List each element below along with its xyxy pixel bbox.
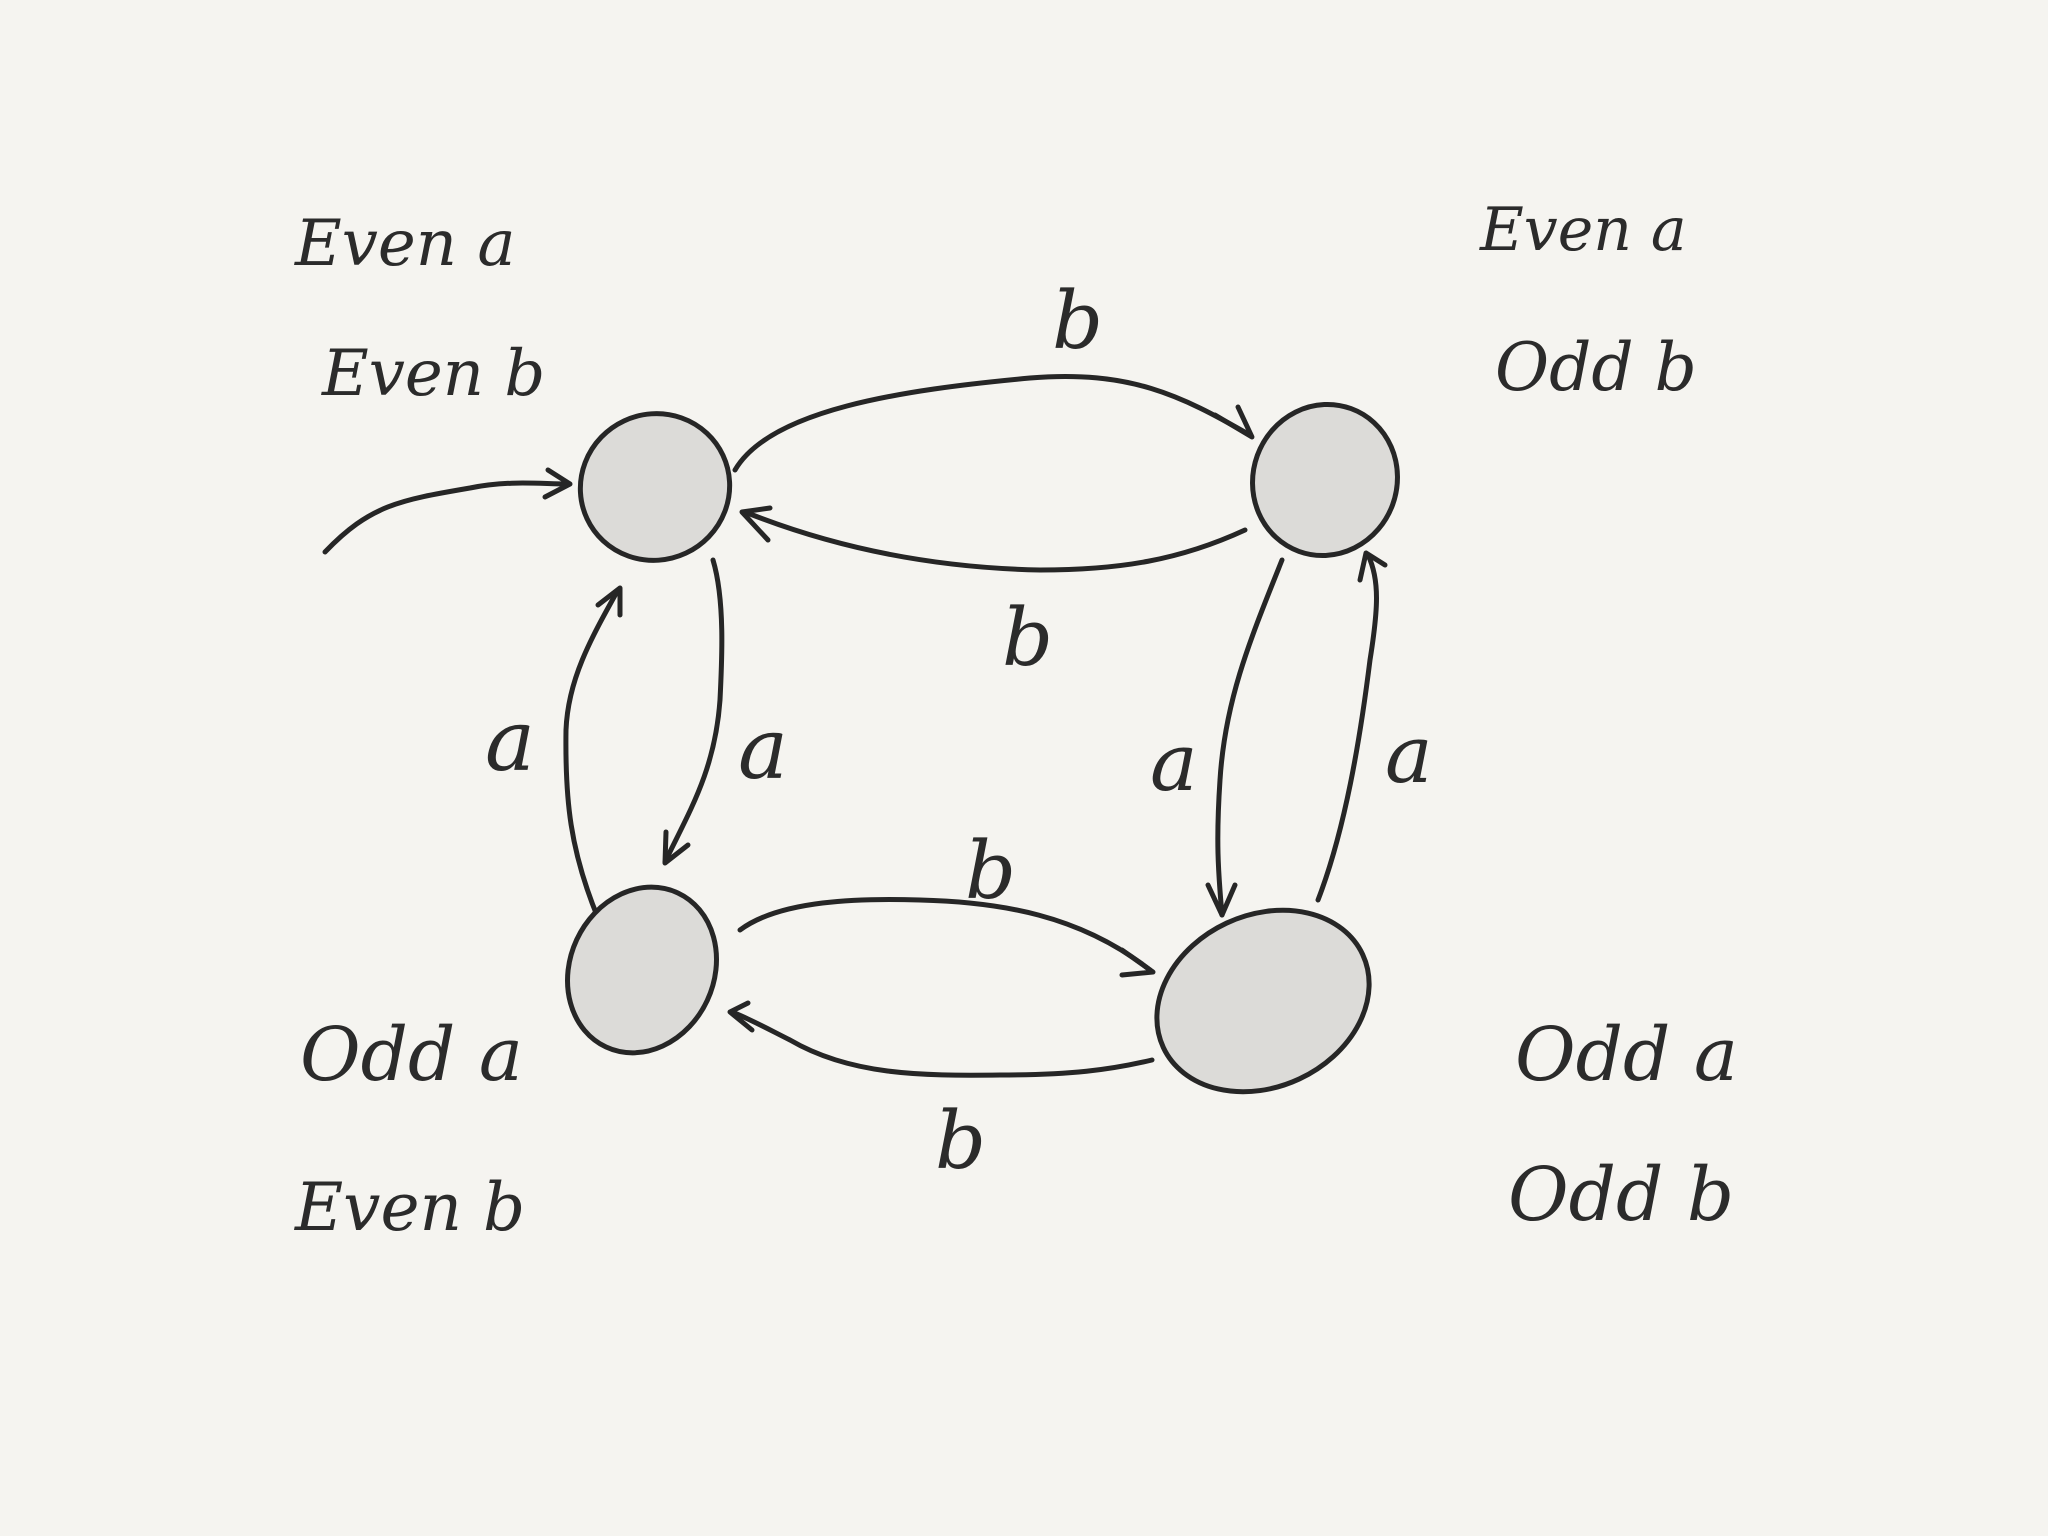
state-node-ee[interactable] bbox=[556, 389, 754, 585]
initial-arrow bbox=[322, 467, 573, 555]
symbol-eo-ee: b bbox=[1002, 591, 1053, 684]
symbol-oo-eo: a bbox=[1385, 708, 1433, 801]
state-label-eo: Even a Odd b bbox=[1479, 195, 1697, 406]
state-label-oo-line2: Odd b bbox=[1508, 1152, 1734, 1238]
state-label-oe-line2: Even b bbox=[294, 1169, 525, 1246]
state-label-oe: Odd a Even b bbox=[294, 1012, 525, 1246]
transition-ee-eo bbox=[732, 374, 1255, 473]
transition-eo-oo bbox=[1205, 557, 1285, 918]
state-node-oe[interactable] bbox=[541, 863, 743, 1078]
transition-oe-oo bbox=[737, 896, 1156, 978]
symbol-oe-ee: a bbox=[485, 692, 535, 790]
symbol-oo-oe: b bbox=[935, 1094, 986, 1187]
state-label-ee: Even a Even b bbox=[294, 207, 545, 411]
symbol-ee-oe: a bbox=[738, 700, 788, 798]
state-label-eo-line1: Even a bbox=[1479, 195, 1687, 265]
state-node-oo[interactable] bbox=[1127, 877, 1399, 1126]
transition-ee-oe bbox=[662, 557, 725, 866]
transition-oo-oe bbox=[727, 1000, 1155, 1078]
state-label-ee-line2: Even b bbox=[321, 337, 545, 411]
transition-eo-ee bbox=[739, 505, 1248, 573]
symbol-eo-oo: a bbox=[1150, 716, 1198, 809]
transition-oo-eo bbox=[1315, 550, 1388, 903]
symbol-oe-oo: b bbox=[965, 824, 1016, 917]
state-node-eo[interactable] bbox=[1231, 384, 1418, 576]
state-label-oe-line1: Odd a bbox=[300, 1012, 523, 1098]
symbol-ee-eo: b bbox=[1052, 274, 1103, 367]
transition-oe-ee bbox=[563, 585, 623, 921]
state-label-eo-line2: Odd b bbox=[1495, 329, 1697, 406]
state-label-oo-line1: Odd a bbox=[1515, 1012, 1738, 1098]
state-label-ee-line1: Even a bbox=[294, 207, 515, 281]
state-label-oo: Odd a Odd b bbox=[1508, 1012, 1738, 1238]
